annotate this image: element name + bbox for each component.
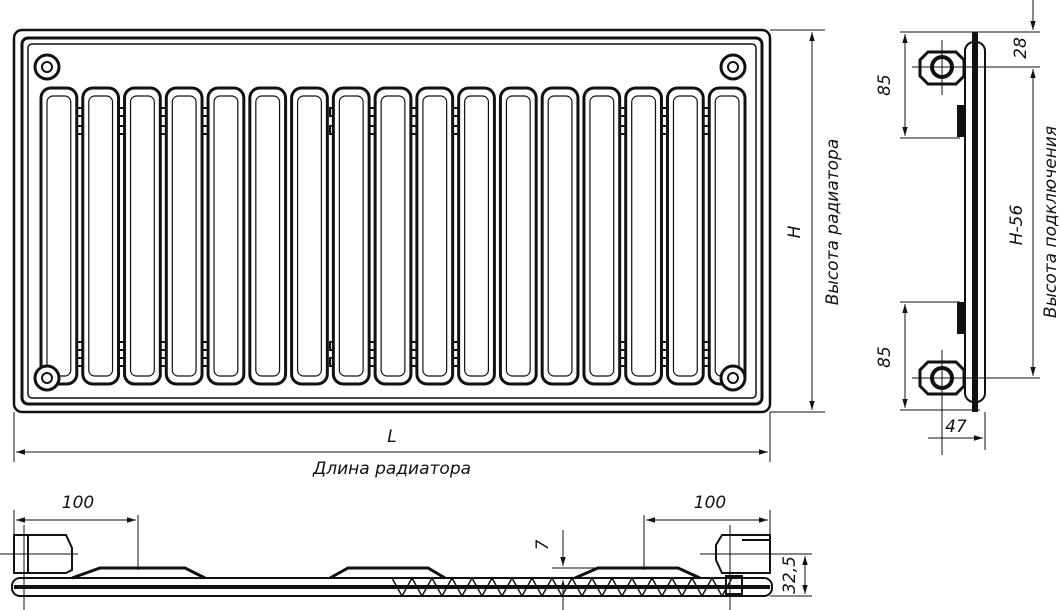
length-symbol: L xyxy=(387,427,396,447)
tube-column xyxy=(39,86,79,386)
height-caption: Высота радиатора xyxy=(823,139,843,306)
tube-column xyxy=(164,86,204,386)
tube-column xyxy=(498,86,538,386)
wall-gap-dimension: 7 xyxy=(533,539,553,550)
length-dimension: L Длина радиатора xyxy=(13,412,771,479)
height-dimension: H Высота радиатора xyxy=(770,29,843,413)
top-offset-dimension: 28 xyxy=(1011,37,1031,59)
left-bracket-dimension: 100 xyxy=(62,493,94,513)
plug-icon xyxy=(33,364,61,392)
pipe-offset-dimension: 32,5 xyxy=(780,556,800,594)
plug-icon xyxy=(33,53,61,81)
tube-column xyxy=(81,86,121,386)
tube-columns xyxy=(39,86,747,386)
upper-bracket-dimension: 85 xyxy=(875,74,895,96)
fin-zigzag xyxy=(391,576,733,598)
length-caption: Длина радиатора xyxy=(312,459,471,479)
side-view: 85 85 28 H-56 Высота подключения 47 xyxy=(875,0,1060,455)
tube-column xyxy=(582,86,622,386)
connection-height-caption: Высота подключения xyxy=(1041,126,1060,318)
corner-plugs xyxy=(33,53,747,392)
plug-icon xyxy=(719,364,747,392)
tube-column xyxy=(540,86,580,386)
radiator-outline xyxy=(12,28,772,414)
tube-column xyxy=(415,86,455,386)
tube-column xyxy=(290,86,329,386)
depth-dimension: 47 xyxy=(945,417,967,437)
front-view xyxy=(12,28,772,414)
tube-column xyxy=(123,86,162,386)
radiator-panel-frame xyxy=(20,36,764,406)
connection-height-dimension: H-56 xyxy=(1007,205,1027,246)
tube-column xyxy=(206,86,246,386)
tube-column xyxy=(457,86,496,386)
tube-column xyxy=(331,86,371,386)
lower-bracket-dimension: 85 xyxy=(875,346,895,368)
plug-icon xyxy=(719,53,747,81)
tube-column xyxy=(624,86,663,386)
bottom-view: 100 100 7 32,5 xyxy=(0,493,812,610)
tube-column xyxy=(665,86,705,386)
tube-column xyxy=(373,86,413,386)
height-symbol: H xyxy=(785,225,805,238)
tube-column xyxy=(707,86,747,386)
right-bracket-dimension: 100 xyxy=(694,493,726,513)
tube-column xyxy=(248,86,288,386)
convector-fins xyxy=(391,576,733,598)
